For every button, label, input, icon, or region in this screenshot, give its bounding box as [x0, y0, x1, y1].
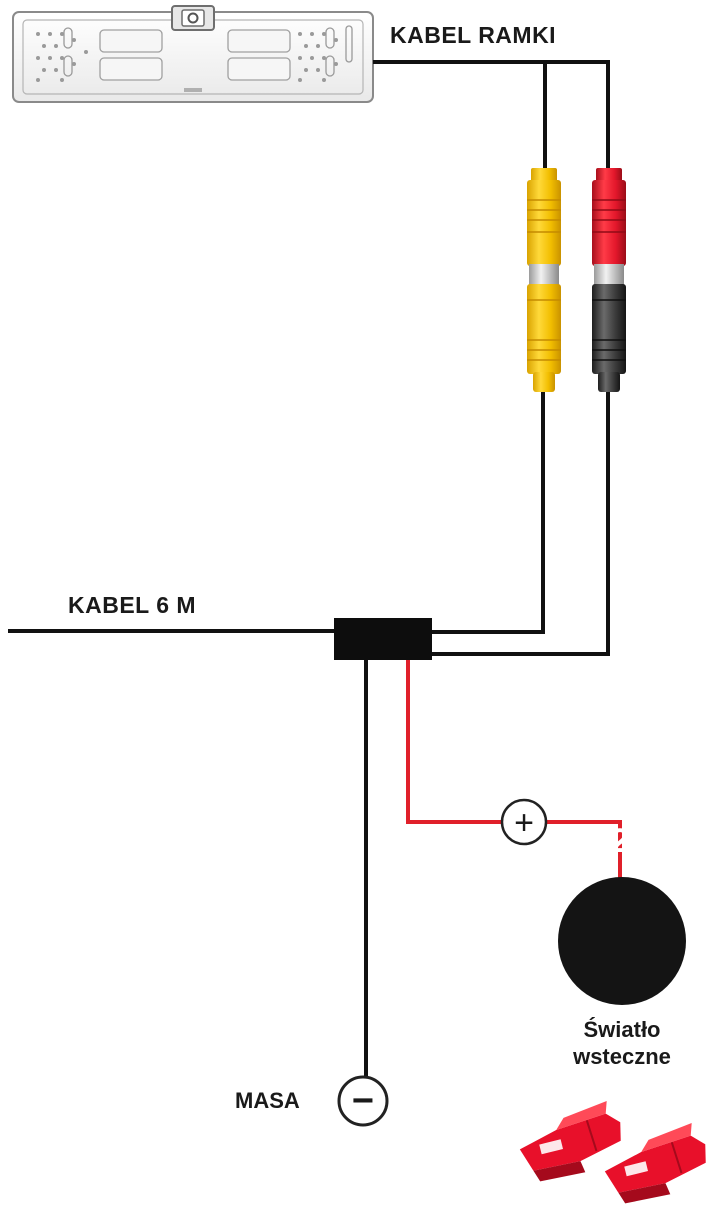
junction-box — [334, 618, 432, 660]
ground-label: MASA — [235, 1088, 300, 1113]
black-cables — [8, 60, 610, 1080]
reverse-light-line2: wsteczne — [573, 1044, 671, 1069]
voltage-label: 12V — [591, 822, 653, 860]
splice-connectors — [519, 1100, 706, 1204]
yellow-video-connector — [527, 168, 561, 392]
power-wire — [406, 660, 622, 880]
plus-symbol: + — [514, 804, 534, 842]
plus-symbol-circle — [500, 798, 548, 846]
red-power-connector — [592, 168, 626, 392]
reverse-light-label: Światło wsteczne — [540, 1016, 704, 1070]
minus-symbol-circle — [337, 1075, 389, 1127]
voltage-circle — [558, 877, 686, 1005]
reverse-light-line1: Światło — [583, 1017, 661, 1042]
license-frame — [12, 11, 374, 103]
frame-cable-label: KABEL RAMKI — [390, 22, 557, 48]
minus-symbol: − — [351, 1080, 375, 1122]
extension-cable-label: KABEL 6 M — [68, 592, 197, 618]
camera-icon — [171, 5, 215, 31]
